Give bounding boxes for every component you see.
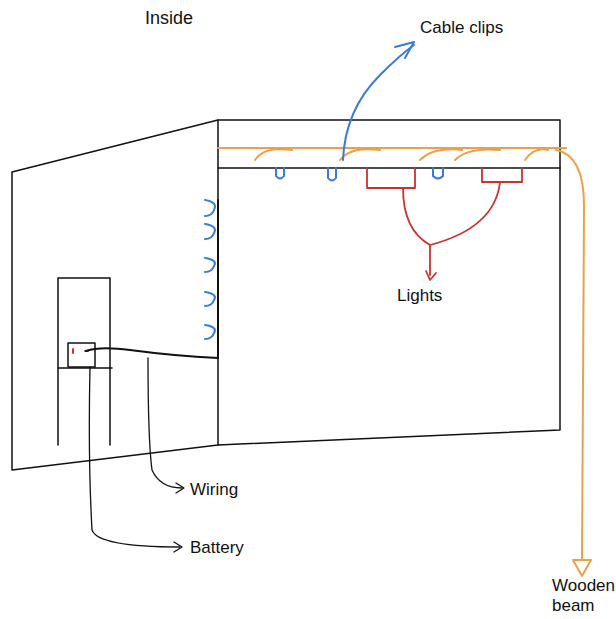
wooden-beam bbox=[218, 147, 566, 149]
leader-line bbox=[148, 358, 182, 488]
leader-arrow bbox=[174, 542, 182, 552]
leader-arrow bbox=[176, 483, 184, 493]
leader-arrow bbox=[573, 560, 591, 576]
part-label: Wooden beam bbox=[552, 576, 612, 616]
back-wall bbox=[218, 120, 560, 445]
leader-line bbox=[343, 45, 414, 160]
wall-wire bbox=[217, 200, 219, 358]
battery-box bbox=[68, 343, 95, 367]
leader-line bbox=[556, 150, 584, 560]
part-label: Lights bbox=[397, 286, 477, 306]
leader-arrow bbox=[395, 42, 414, 58]
leader-line bbox=[89, 367, 180, 547]
battery-wire bbox=[86, 348, 218, 358]
cable-clip bbox=[276, 168, 443, 181]
beam-underside bbox=[218, 167, 560, 169]
cable-run bbox=[255, 149, 548, 160]
part-label: Cable clips bbox=[420, 18, 530, 38]
part-label: Battery bbox=[190, 538, 280, 558]
light-fitting bbox=[367, 168, 522, 280]
left-wall bbox=[12, 120, 218, 470]
heading: Inside bbox=[145, 8, 193, 28]
cupboard bbox=[58, 278, 112, 445]
cable-clip bbox=[205, 200, 215, 339]
part-label: Wiring bbox=[190, 480, 270, 500]
